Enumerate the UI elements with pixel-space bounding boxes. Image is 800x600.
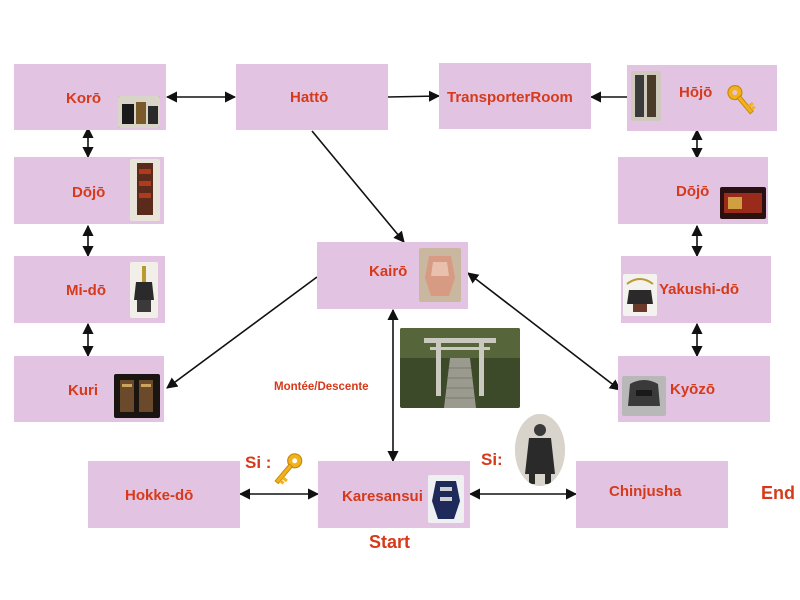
- room-label: Hattō: [290, 89, 329, 106]
- room-kuri[interactable]: Kuri: [14, 356, 164, 422]
- arrow-hatto-kairo: [311, 130, 405, 243]
- key-icon: [727, 84, 756, 115]
- arrow-kairo-kyozo: [467, 272, 621, 391]
- room-label: Yakushi-dō: [659, 281, 740, 298]
- room-hatto[interactable]: Hattō: [236, 64, 388, 130]
- room-koro[interactable]: Korō: [14, 64, 166, 130]
- room-label: Korō: [66, 90, 101, 107]
- samurai-photo: [515, 414, 565, 486]
- torii-stairs-photo: [400, 328, 520, 408]
- room-label: Kairō: [369, 263, 408, 280]
- room-dojo-left[interactable]: Dōjō: [14, 157, 164, 224]
- armor-photo: [130, 159, 160, 221]
- room-label: Kuri: [68, 382, 98, 399]
- room-hokkedo[interactable]: Hokke-dō: [88, 461, 240, 528]
- armor-photo: [419, 248, 461, 302]
- room-label: Karesansui: [342, 488, 423, 505]
- room-mido[interactable]: Mi-dō: [14, 256, 165, 323]
- arrow-hatto-transporter: [387, 90, 441, 102]
- room-yakushido[interactable]: Yakushi-dō: [621, 256, 771, 323]
- room-transporter[interactable]: TransporterRoom: [439, 63, 591, 129]
- room-dojo-right[interactable]: Dōjō: [618, 157, 768, 224]
- room-chinjusha[interactable]: Chinjusha: [576, 461, 728, 528]
- room-label: Hōjō: [679, 84, 713, 101]
- room-label: Mi-dō: [66, 282, 106, 299]
- room-label: Hokke-dō: [125, 487, 194, 504]
- armor-photo: [623, 274, 657, 316]
- room-hojo[interactable]: Hōjō: [627, 65, 777, 131]
- edge-label-stairs: Montée/Descente: [274, 381, 369, 393]
- room-kyozo[interactable]: Kyōzō: [618, 356, 770, 422]
- armor-photo: [622, 376, 666, 416]
- room-label: TransporterRoom: [447, 89, 573, 106]
- room-label: Kyōzō: [670, 381, 715, 398]
- room-label: Dōjō: [676, 183, 710, 200]
- condition-key-label: Si :: [245, 453, 272, 472]
- armor-photo: [114, 374, 160, 418]
- condition-samurai-label: Si:: [481, 450, 503, 469]
- room-kairo[interactable]: Kairō: [317, 242, 468, 309]
- armor-photo: [720, 187, 766, 219]
- room-karesansui[interactable]: Karesansui: [318, 461, 470, 528]
- room-label: Dōjō: [72, 184, 106, 201]
- room-label: Chinjusha: [609, 483, 682, 500]
- arrow-kairo-kuri: [166, 276, 318, 389]
- key-icon: [274, 453, 303, 485]
- armor-photo: [118, 96, 160, 128]
- armor-photo: [631, 71, 661, 121]
- start-label: Start: [369, 532, 411, 552]
- armor-photo: [428, 475, 464, 523]
- armor-photo: [130, 262, 158, 318]
- end-label: End: [761, 483, 795, 503]
